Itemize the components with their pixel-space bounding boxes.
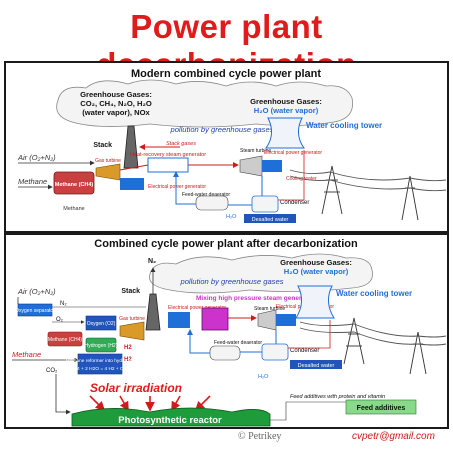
top-cooling-loop (278, 150, 305, 201)
top-hrsg-label: Heat-recovery steam generator (130, 152, 206, 158)
top-power-lines (289, 165, 447, 221)
bottom-co2-label: CO₂ (46, 368, 58, 374)
top-condenser-label: Condenser (280, 200, 309, 206)
top-electrical-gen-left-label: Electrical power generator (148, 184, 206, 190)
bottom-cooling-loop (288, 320, 331, 349)
top-ghg-cloud (56, 79, 353, 128)
bottom-methane-box (47, 331, 83, 347)
bottom-cooling-tower-label: Water cooling tower (336, 289, 412, 298)
bottom-reactor (71, 407, 271, 427)
bottom-oxygen-box-label: Oxygen (O2) (87, 321, 116, 327)
bottom-hydrogen-box-label: Hydrogen (H2) (85, 343, 118, 349)
bottom-co2-line (55, 374, 71, 415)
bottom-feed-additives-box (345, 399, 417, 415)
bottom-ghg-cloud (149, 253, 373, 294)
bottom-mixing-generator (201, 307, 229, 331)
top-desalted-water-label: Desalted water (252, 217, 289, 223)
bottom-steam-turbine-label: Steam turbine (254, 306, 285, 312)
bottom-air-label: Air (O₂+N₂) (17, 287, 56, 296)
top-pollution-label: pollution by greenhouse gases (169, 125, 273, 134)
bottom-feed-line (270, 401, 346, 421)
bottom-gas-turbine (119, 321, 145, 341)
bottom-reformer-box (77, 353, 123, 375)
bottom-h2-label-2: H2 (124, 357, 132, 363)
bottom-methane-box-label: Methane (CH4) (48, 337, 83, 343)
bottom-solar-label: Solar irradiation (90, 381, 182, 395)
bottom-feed-additives-note: Feed additives with protein and vitamin (290, 394, 385, 400)
bottom-h2-label-1: H2 (124, 345, 132, 351)
bottom-feed-additives-label: Feed additives (357, 405, 406, 412)
bottom-h2o-label: H₂O (258, 374, 269, 380)
top-ghg-left-line2: (water vapor), NOx (82, 108, 150, 117)
top-methane-box-label: Methane (CH4) (55, 182, 94, 188)
top-cooling-tower-label: Water cooling tower (306, 121, 382, 130)
top-electrical-gen-right (262, 160, 282, 172)
top-ghg-left-title: Greenhouse Gases: (80, 90, 152, 99)
bottom-cooling-tower (295, 285, 335, 319)
top-h2o-label: H₂O (226, 214, 237, 220)
bottom-heading: Combined cycle power plant after decarbo… (94, 238, 358, 250)
top-ghg-right-title: Greenhouse Gases: (250, 97, 322, 106)
bottom-stack-label: Stack (121, 288, 140, 295)
bottom-condenser-label: Condenser (290, 348, 319, 354)
top-deaerator (195, 195, 229, 211)
footer-email: cvpetr@gmail.com (352, 431, 435, 442)
bottom-electrical-gen-left (168, 312, 190, 328)
bottom-hydrogen-box (85, 337, 117, 353)
top-air-label: Air (O₂+N₂) (17, 153, 56, 162)
bottom-n2-label: N₂ (60, 301, 67, 307)
bottom-electrical-gen-right (276, 314, 296, 326)
top-feedwater-line (173, 171, 196, 205)
top-methane-box (53, 171, 95, 195)
bottom-gas-turbine-label: Gas turbine (119, 316, 145, 322)
top-exhaust-line (119, 164, 149, 171)
top-methane-below-label: Methane (63, 206, 84, 212)
top-heading: Modern combined cycle power plant (131, 68, 321, 80)
top-methane-label: Methane (18, 177, 47, 186)
bottom-reformer-eq: CH4 + 2 H2O = 4 H2 + CO2 (70, 366, 130, 372)
bottom-methane-label: Methane (12, 350, 41, 359)
bottom-electrical-gen-left-label: Electrical power generator (168, 305, 226, 311)
bottom-ghg-title: Greenhouse Gases: (280, 258, 352, 267)
bottom-desalted-water-box (290, 360, 342, 369)
top-hrsg (147, 157, 189, 173)
solar-rays (89, 395, 211, 412)
bottom-oxygen-separator (17, 303, 53, 317)
bottom-oxygen-box (85, 315, 117, 331)
top-desalted-water-box (244, 214, 296, 223)
bottom-desalted-water-label: Desalted water (298, 363, 335, 369)
bottom-oxygen-separator-label: Oxygen separator (15, 308, 55, 314)
top-ghg-right-line: H₂O (water vapor) (254, 106, 319, 115)
bottom-stack (145, 293, 161, 331)
bottom-power-lines (299, 317, 447, 375)
top-deaerator-label: Feed-water deaerator (182, 192, 230, 198)
top-steam-turbine-label: Steam turbine (240, 148, 271, 154)
bottom-mixing-generator-label: Mixing high pressure steam generator (196, 295, 314, 302)
bottom-deaerator-label: Feed-water deaerator (214, 340, 262, 346)
top-condenser (251, 195, 279, 213)
top-ghg-left-line1: CO₂, CH₄, N₂O, H₂O (80, 99, 152, 108)
bottom-n2-top-label: N₂ (148, 258, 156, 265)
footer-credit: © Petrikey (238, 431, 282, 442)
bottom-reformer-title: Methane reformer into hydrogen (66, 358, 135, 364)
top-electrical-gen-right-label: Electrical power generator (264, 150, 322, 156)
bottom-ghg-line: H₂O (water vapor) (284, 267, 349, 276)
bottom-o2-label: O₂ (56, 317, 64, 323)
top-stack-label: Stack (93, 142, 112, 149)
top-gas-turbine-label: Gas turbine (95, 158, 121, 164)
top-cooling-tower (265, 117, 305, 149)
bottom-condenser (261, 343, 289, 361)
top-stack-gases-label: Stack gases (166, 141, 196, 147)
bottom-feedwater-line (187, 329, 210, 354)
bottom-pollution-label: pollution by greenhouse gases (179, 277, 283, 286)
bottom-reactor-label: Photosynthetic reactor (118, 415, 222, 426)
top-electrical-gen-left (120, 178, 144, 190)
bottom-deaerator (209, 345, 241, 361)
